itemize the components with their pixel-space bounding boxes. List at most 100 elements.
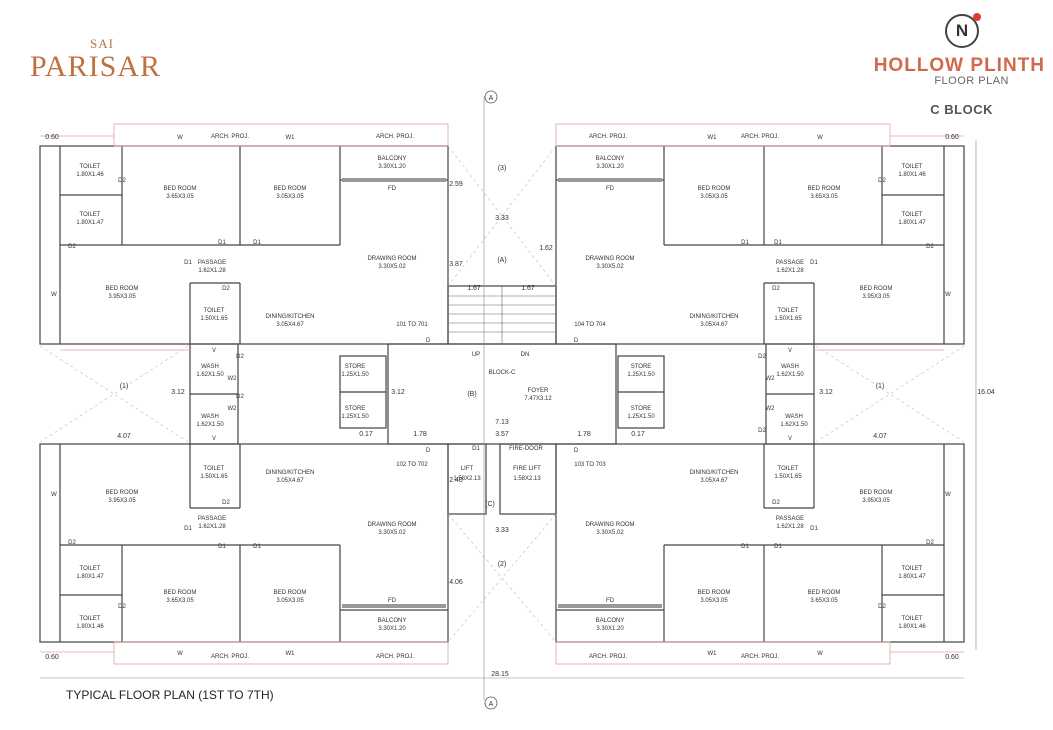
room-dim: 3.65X3.05: [166, 194, 194, 200]
room-dim: 3.95X3.05: [108, 498, 136, 504]
door-tag: D: [426, 448, 431, 454]
room-dim: 3.95X3.05: [108, 294, 136, 300]
room-label: BALCONY: [378, 618, 407, 624]
room-label: PASSAGE: [776, 516, 804, 522]
dim: 0.60: [945, 654, 959, 661]
dim: 0.17: [631, 431, 645, 438]
room-dim: 3.30X1.20: [596, 164, 624, 170]
logo-main-text: PARISAR: [30, 50, 161, 83]
room-dim: 1.62X1.28: [776, 268, 804, 274]
room-label: BALCONY: [378, 156, 407, 162]
room-dim: 1.50X1.65: [774, 474, 802, 480]
room-label: BED ROOM: [860, 490, 893, 496]
room-dim: 3.05X3.05: [276, 598, 304, 604]
door-tag: D1: [774, 544, 782, 550]
marker: (A): [497, 257, 506, 264]
room-label: PASSAGE: [198, 260, 226, 266]
room-dim: 1.80X1.46: [898, 172, 926, 178]
room-dim: 3.95X3.05: [862, 498, 890, 504]
room-dim: 3.30X1.20: [378, 626, 406, 632]
dim: 0.60: [45, 134, 59, 141]
window-tag: W: [945, 492, 951, 498]
dim: 16.04: [977, 389, 995, 396]
door-tag: D2: [222, 500, 230, 506]
window-tag: W: [945, 292, 951, 298]
window-tag: W2: [766, 406, 776, 412]
flat-number: 104 TO 704: [574, 322, 606, 328]
room-dim: 1.58X2.13: [453, 476, 481, 482]
room-label: STORE: [345, 364, 366, 370]
arch-proj: ARCH. PROJ.: [741, 134, 779, 140]
stair-up: UP: [472, 352, 480, 358]
room-label: BALCONY: [596, 618, 625, 624]
door-tag: D1: [253, 544, 261, 550]
marker: (3): [498, 165, 507, 172]
window-tag: W2: [228, 376, 238, 382]
room-dim: 1.80X1.46: [898, 624, 926, 630]
room-label: FD: [388, 186, 397, 192]
dim: 1.78: [413, 431, 427, 438]
dim: 0.60: [945, 134, 959, 141]
room-dim: 3.65X3.05: [810, 194, 838, 200]
center-axis: [40, 96, 977, 700]
room-dim: 1.25X1.50: [341, 414, 369, 420]
room-label: TOILET: [778, 466, 799, 472]
door-tag: D2: [118, 604, 126, 610]
flat-number: 103 TO 703: [574, 462, 606, 468]
room-label: FD: [606, 186, 615, 192]
room-dim: 3.05X4.67: [276, 322, 304, 328]
dim: 1.78: [577, 431, 591, 438]
room-label: FD: [606, 598, 615, 604]
stair-down: DN: [521, 352, 530, 358]
room-dim: 1.80X1.47: [76, 574, 104, 580]
room-label: PASSAGE: [198, 516, 226, 522]
flat-number: 102 TO 702: [396, 462, 428, 468]
room-dim: 1.25X1.50: [341, 372, 369, 378]
dim: 3.87: [449, 261, 463, 268]
badge-dot-icon: [973, 13, 981, 21]
block-label: C BLOCK: [930, 102, 993, 117]
room-dim: 3.05X3.05: [276, 194, 304, 200]
badge-letter: N: [955, 21, 969, 40]
dim: 0.17: [359, 431, 373, 438]
room-label: TOILET: [204, 308, 225, 314]
room-dim: 3.30X5.02: [596, 264, 624, 270]
door-tag: D2: [758, 428, 766, 434]
logo-top-text: SAI: [90, 36, 114, 51]
vent-tag: V: [212, 436, 216, 442]
door-tag: D2: [926, 244, 934, 250]
room-label: BED ROOM: [164, 590, 197, 596]
block-name: BLOCK-C: [489, 370, 516, 376]
room-label: BALCONY: [596, 156, 625, 162]
dim: 0.60: [45, 654, 59, 661]
room-label: TOILET: [902, 212, 923, 218]
section-marker-icon: [484, 90, 498, 710]
window-tag: W: [177, 135, 183, 141]
room-dim: 1.80X1.46: [76, 624, 104, 630]
arch-proj: ARCH. PROJ.: [741, 654, 779, 660]
room-dim: 3.30X5.02: [596, 530, 624, 536]
room-label: BED ROOM: [164, 186, 197, 192]
room-label: FOYER: [528, 388, 549, 394]
room-label: BED ROOM: [698, 186, 731, 192]
dim: 3.33: [495, 527, 509, 534]
door-tag: D1: [184, 260, 192, 266]
room-label: STORE: [631, 406, 652, 412]
plan-caption: TYPICAL FLOOR PLAN (1ST TO 7TH): [66, 688, 274, 702]
door-tag: D1: [253, 240, 261, 246]
window-tag: W1: [286, 651, 296, 657]
room-dim: 1.62X1.28: [198, 268, 226, 274]
room-dim: 1.80X1.47: [898, 574, 926, 580]
door-tag: D1: [741, 240, 749, 246]
room-dim: 3.30X5.02: [378, 264, 406, 270]
door-tag: D1: [472, 446, 480, 452]
window-tag: W1: [708, 651, 718, 657]
room-label: TOILET: [902, 164, 923, 170]
room-dim: 3.30X5.02: [378, 530, 406, 536]
room-label: TOILET: [80, 566, 101, 572]
door-tag: D2: [68, 244, 76, 250]
door-tag: D1: [184, 526, 192, 532]
door-tag: D: [426, 338, 431, 344]
room-label: DRAWING ROOM: [585, 522, 634, 528]
vent-tag: V: [788, 436, 792, 442]
